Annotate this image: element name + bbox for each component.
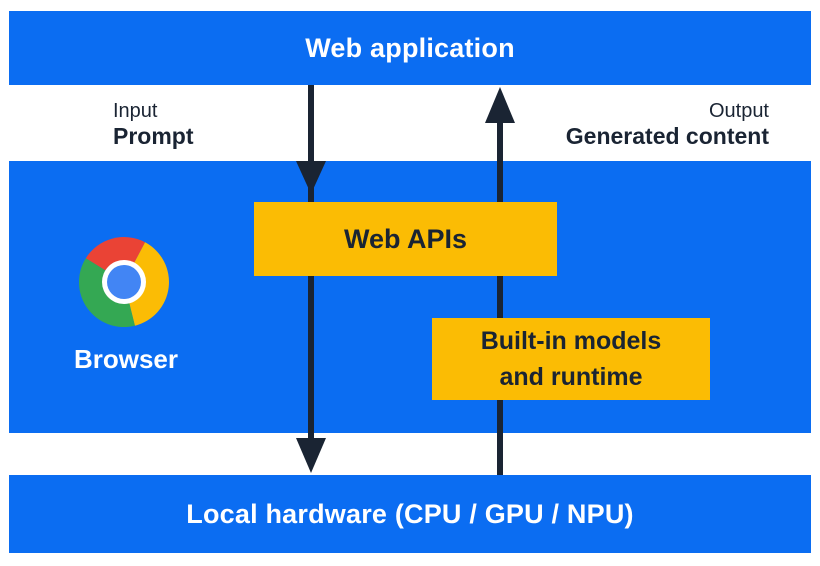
arrow-down-into-web-apis-icon <box>296 161 326 194</box>
built-in-models-line2: and runtime <box>499 363 643 391</box>
local-hardware-bar: Local hardware (CPU / GPU / NPU) <box>9 475 811 553</box>
web-application-bar: Web application <box>9 11 811 85</box>
built-in-models-line1: Built-in models <box>480 327 662 355</box>
web-apis-label: Web APIs <box>343 223 468 254</box>
output-flow-line <box>497 120 503 475</box>
chrome-logo-icon <box>79 237 169 327</box>
arrow-up-into-web-application-icon <box>485 87 515 123</box>
output-label-group: Output Generated content <box>566 99 769 150</box>
local-hardware-label: Local hardware (CPU / GPU / NPU) <box>186 498 634 529</box>
arrow-down-into-hardware-icon <box>296 438 326 473</box>
web-application-label: Web application <box>305 32 515 63</box>
output-title: Output <box>708 100 769 122</box>
input-value: Prompt <box>113 123 194 149</box>
output-value: Generated content <box>565 123 769 149</box>
input-title: Input <box>113 100 158 122</box>
input-label-group: Input Prompt <box>113 99 194 150</box>
web-apis-box: Web APIs <box>254 202 557 276</box>
built-in-models-box: Built-in models and runtime <box>432 318 710 400</box>
browser-label: Browser <box>73 344 179 374</box>
